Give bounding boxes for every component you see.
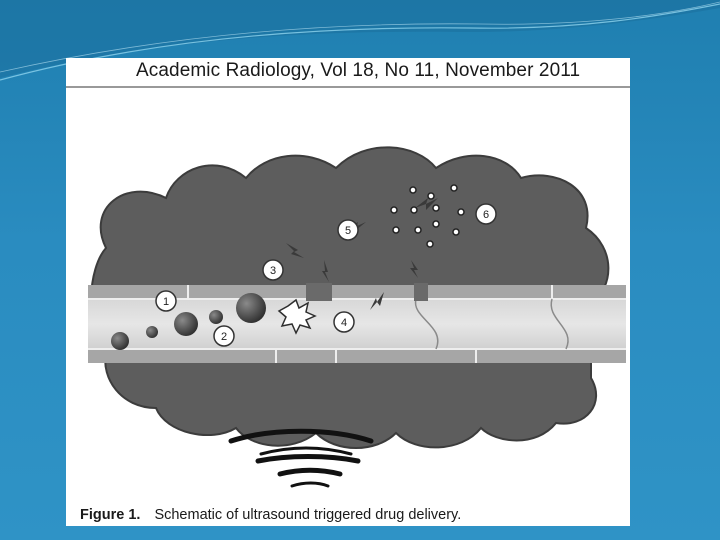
figure-caption: Figure 1. Schematic of ultrasound trigger… bbox=[80, 507, 620, 527]
marker-1: 1 bbox=[156, 291, 176, 311]
svg-text:6: 6 bbox=[483, 209, 489, 221]
svg-text:4: 4 bbox=[341, 317, 347, 329]
caption-label: Figure 1. bbox=[80, 507, 140, 523]
svg-text:3: 3 bbox=[270, 265, 276, 277]
figure-panel: Academic Radiology, Vol 18, No 11, Novem… bbox=[66, 58, 630, 526]
svg-text:5: 5 bbox=[345, 225, 351, 237]
marker-3: 3 bbox=[263, 260, 283, 280]
svg-text:2: 2 bbox=[221, 331, 227, 343]
drug-delivery-schematic: 1 2 3 4 5 6 bbox=[66, 58, 630, 526]
marker-5: 5 bbox=[338, 220, 358, 240]
marker-6: 6 bbox=[476, 204, 496, 224]
marker-4: 4 bbox=[334, 312, 354, 332]
svg-text:1: 1 bbox=[163, 296, 169, 308]
caption-text: Schematic of ultrasound triggered drug d… bbox=[154, 507, 461, 523]
marker-2: 2 bbox=[214, 326, 234, 346]
